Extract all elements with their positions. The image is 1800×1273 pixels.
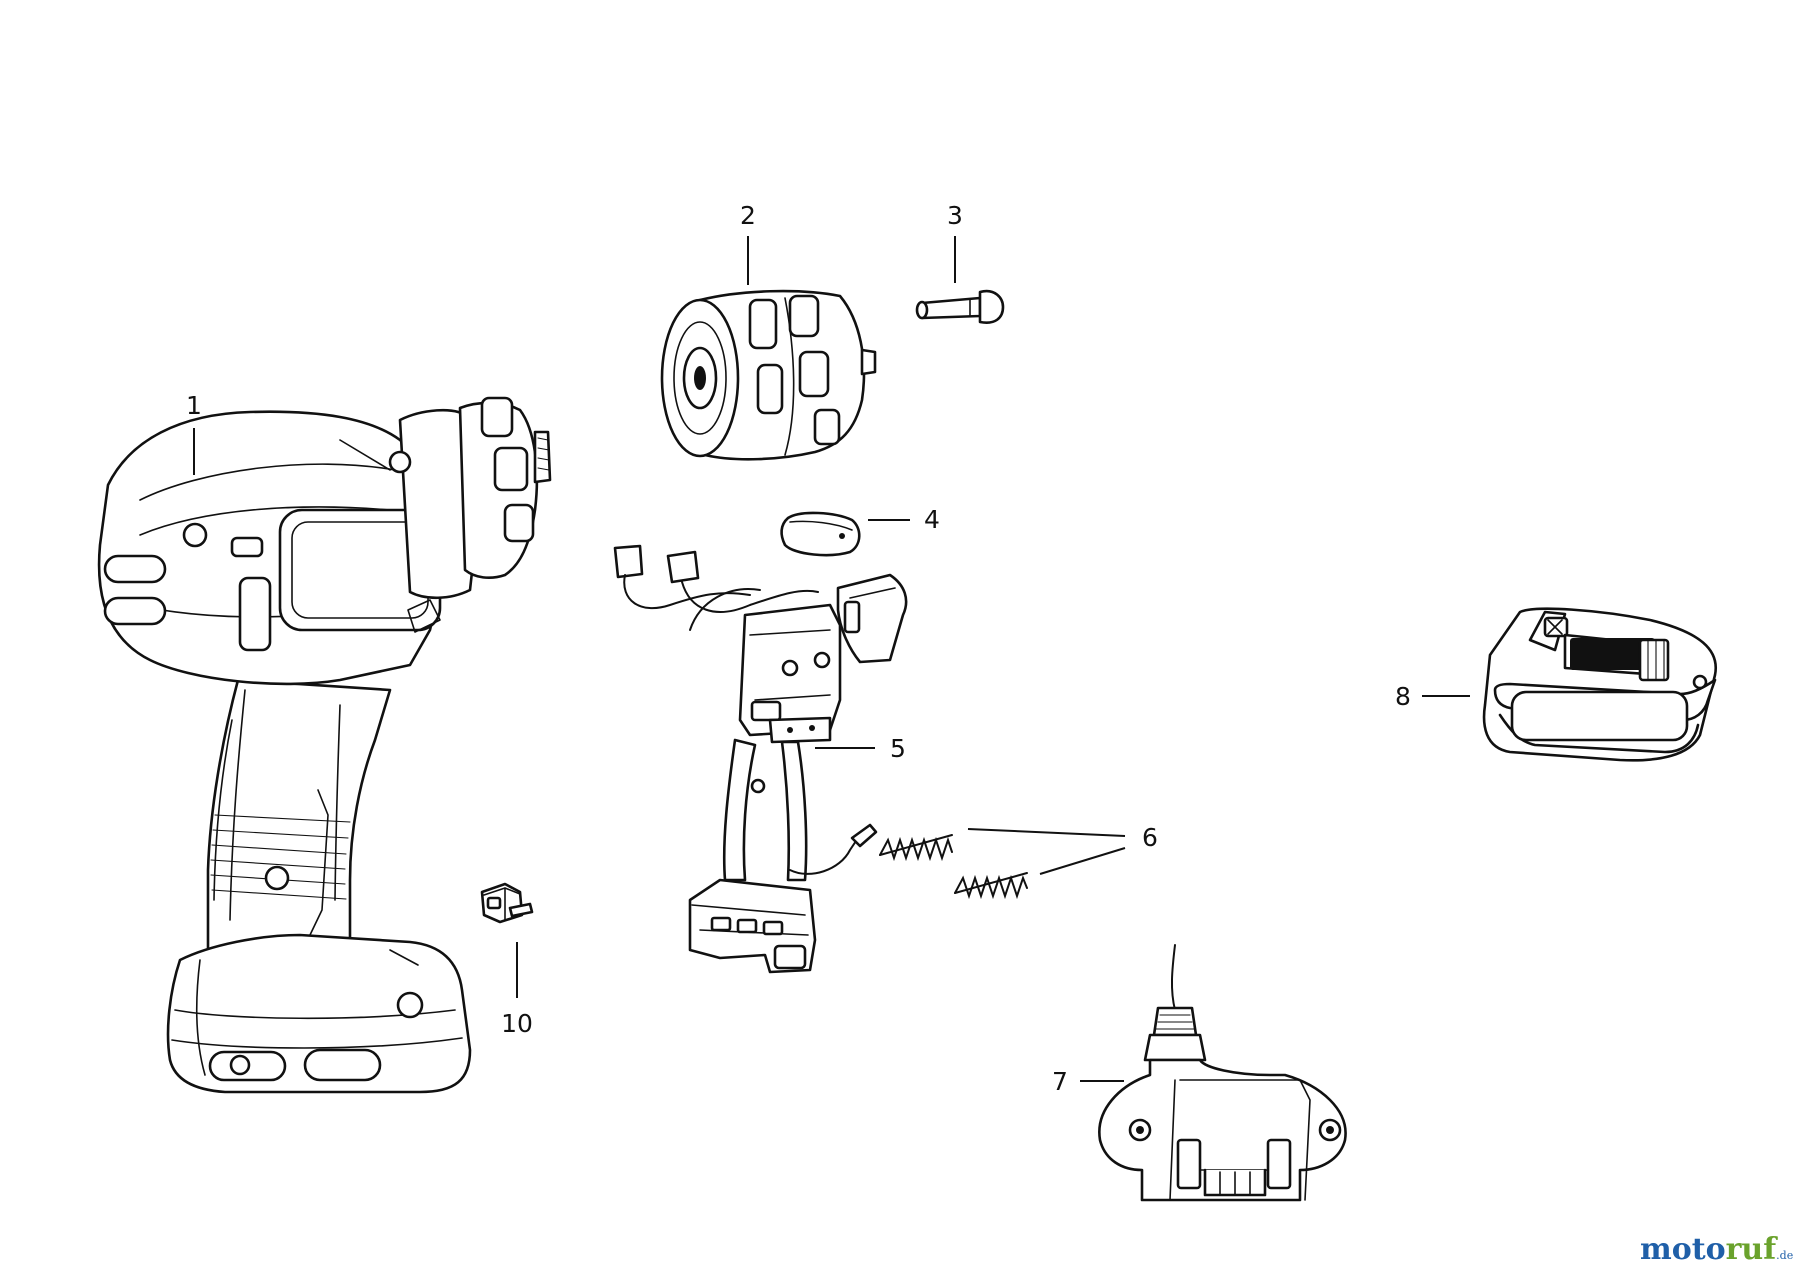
leader-lines [193, 236, 1470, 1082]
watermark-text-2: ruf [1725, 1232, 1777, 1267]
part-5-switch-assembly[interactable] [613, 544, 908, 974]
part-label-6: 6 [1142, 823, 1158, 852]
part-label-7: 7 [1052, 1067, 1068, 1096]
site-watermark: motoruf.de [1640, 1232, 1793, 1267]
part-6-springs[interactable] [879, 834, 1028, 900]
part-3-screw[interactable] [915, 289, 1005, 324]
part-2-chuck[interactable] [660, 289, 877, 461]
part-4-small-part[interactable] [780, 511, 861, 557]
part-label-10: 10 [501, 1009, 533, 1038]
part-label-5: 5 [890, 734, 906, 763]
part-1-drill-body[interactable] [97, 396, 552, 1094]
part-7-charger[interactable] [1098, 944, 1347, 1202]
part-label-4: 4 [924, 505, 940, 534]
part-label-1: 1 [186, 391, 202, 420]
part-8-battery-pack[interactable] [1482, 607, 1718, 762]
part-label-2: 2 [740, 201, 756, 230]
part-label-3: 3 [947, 201, 963, 230]
watermark-text-1: moto [1640, 1232, 1726, 1267]
part-label-8: 8 [1395, 682, 1411, 711]
part-10-clip[interactable] [480, 882, 534, 924]
watermark-suffix: .de [1776, 1249, 1794, 1262]
